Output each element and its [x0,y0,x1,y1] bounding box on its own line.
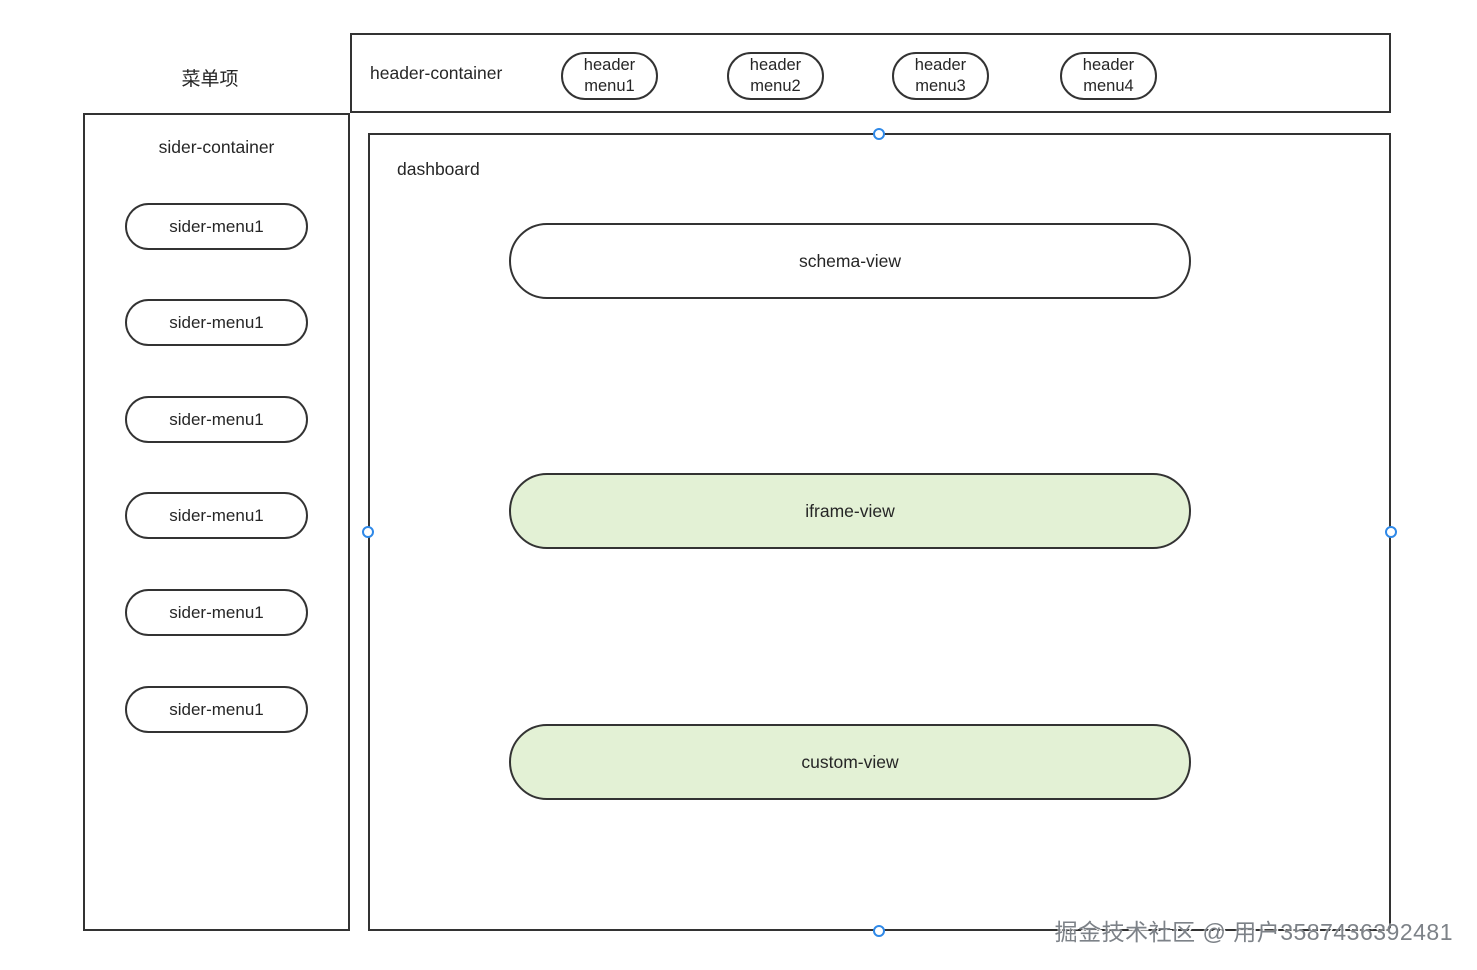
header-container-shape[interactable]: header-container header menu1 header men… [350,33,1391,113]
menu-items-caption[interactable]: 菜单项 [181,69,239,90]
sider-menu-label: sider-menu1 [169,699,264,719]
header-menu1-label: header menu1 [583,56,636,95]
selection-handle-top[interactable] [873,128,885,140]
sider-menu-shape-6[interactable]: sider-menu1 [125,686,308,733]
custom-view-shape[interactable]: custom-view [509,724,1191,800]
header-menu4-label: header menu4 [1082,56,1135,95]
sider-menu-shape-4[interactable]: sider-menu1 [125,492,308,539]
custom-view-label: custom-view [801,751,899,772]
juejin-watermark: 掘金技术社区 @ 用户3587436392481 [1054,919,1453,945]
schema-view-label: schema-view [798,250,902,271]
sider-menu-label: sider-menu1 [169,216,264,236]
sider-menu-label: sider-menu1 [169,312,264,332]
header-menu1-shape[interactable]: header menu1 [561,52,658,100]
sider-container-label: sider-container [158,137,275,157]
dashboard-label: dashboard [397,159,480,179]
header-menu2-label: header menu2 [749,56,802,95]
sider-container-shape[interactable]: sider-container sider-menu1 sider-menu1 … [83,113,350,931]
iframe-view-shape[interactable]: iframe-view [509,473,1191,549]
sider-menu-label: sider-menu1 [169,409,264,429]
selection-handle-left[interactable] [362,526,374,538]
header-container-label: header-container [370,63,503,83]
iframe-view-label: iframe-view [805,500,895,521]
dashboard-shape[interactable]: dashboard schema-view iframe-view custom… [368,133,1391,931]
header-menu4-shape[interactable]: header menu4 [1060,52,1157,100]
header-menu3-label: header menu3 [914,56,967,95]
sider-menu-label: sider-menu1 [169,505,264,525]
sider-menu-shape-2[interactable]: sider-menu1 [125,299,308,346]
sider-menu-shape-5[interactable]: sider-menu1 [125,589,308,636]
selection-handle-right[interactable] [1385,526,1397,538]
schema-view-shape[interactable]: schema-view [509,223,1191,299]
sider-menu-label: sider-menu1 [169,602,264,622]
sider-menu-shape-3[interactable]: sider-menu1 [125,396,308,443]
header-menu3-shape[interactable]: header menu3 [892,52,989,100]
sider-menu-shape-1[interactable]: sider-menu1 [125,203,308,250]
selection-handle-bottom[interactable] [873,925,885,937]
header-menu2-shape[interactable]: header menu2 [727,52,824,100]
